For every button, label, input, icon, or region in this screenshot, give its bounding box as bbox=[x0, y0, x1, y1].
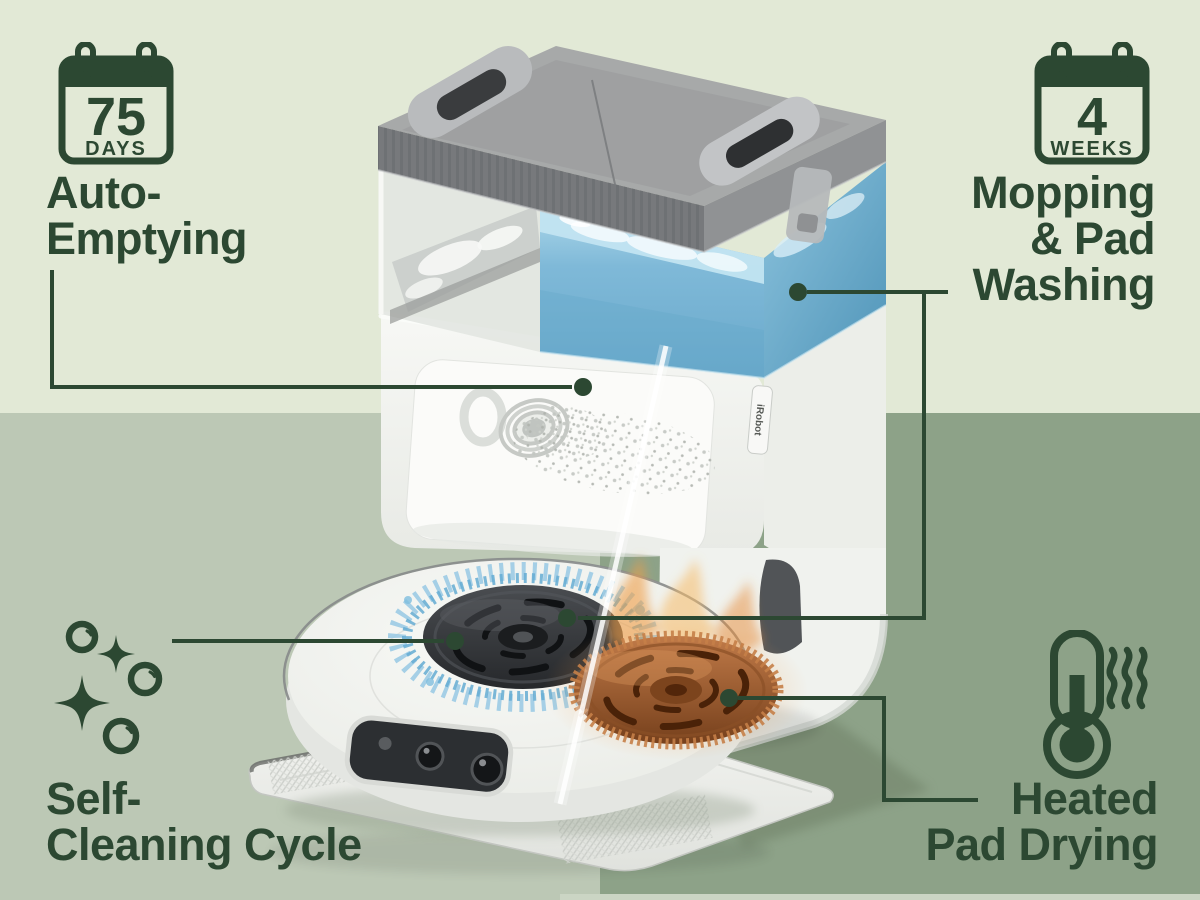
lid-handle-left bbox=[407, 46, 533, 138]
feature-label: Mopping & Pad Washing bbox=[971, 170, 1155, 308]
feature-label: Heated Pad Drying bbox=[925, 776, 1158, 868]
bag-handle bbox=[459, 387, 507, 447]
callout-dot-washing-pad bbox=[558, 609, 576, 627]
dock-lid bbox=[377, 46, 887, 254]
callout-dot-heated-pad bbox=[720, 689, 738, 707]
sensor-dot bbox=[378, 736, 392, 750]
callout-self-cleaning bbox=[172, 632, 464, 650]
feature-heated-pad-drying: Heated Pad Drying bbox=[925, 630, 1158, 868]
callout-heated-pad-drying bbox=[720, 689, 978, 802]
base-opening bbox=[759, 559, 802, 654]
callout-dot-washing-pad-left bbox=[446, 632, 464, 650]
front-camera-module bbox=[344, 715, 514, 797]
label-line: Self- bbox=[46, 773, 142, 824]
thermometer-icon bbox=[1043, 630, 1148, 779]
heat-wave bbox=[1136, 646, 1148, 710]
badge-value: 4 bbox=[1077, 87, 1107, 147]
callout-dot-dust-bag bbox=[574, 378, 592, 396]
label-line: Heated bbox=[1010, 773, 1159, 824]
callout-mopping-pad-washing bbox=[558, 283, 948, 627]
sparkles-icon bbox=[54, 620, 163, 755]
badge-unit: DAYS bbox=[85, 138, 147, 160]
label-line: Cleaning Cycle bbox=[46, 819, 362, 870]
background-bottom-strip bbox=[560, 894, 1200, 900]
badge-value: 75 bbox=[86, 87, 146, 147]
feature-label: Self- Cleaning Cycle bbox=[46, 776, 362, 868]
label-line: Washing bbox=[972, 259, 1156, 310]
callout-auto-emptying bbox=[50, 270, 592, 396]
heat-wave bbox=[1121, 646, 1133, 710]
badge-unit: WEEKS bbox=[1050, 138, 1133, 160]
heat-wave bbox=[1106, 646, 1118, 710]
calendar-icon: 75 DAYS bbox=[58, 42, 174, 165]
brand-label-text: iRobot bbox=[752, 404, 766, 437]
brand-label: iRobot bbox=[747, 385, 773, 455]
tank-clip bbox=[786, 166, 832, 244]
feature-mopping-pad-washing: 4 WEEKS Mopping & Pad Washing bbox=[971, 42, 1155, 308]
callout-dot-water-tank bbox=[789, 283, 807, 301]
dust-bag bbox=[405, 359, 715, 558]
divider-line bbox=[553, 344, 673, 806]
lid-handle-right bbox=[699, 96, 820, 186]
feature-self-cleaning-cycle: Self- Cleaning Cycle bbox=[46, 614, 362, 868]
camera-lens bbox=[415, 741, 445, 771]
camera-lens bbox=[470, 752, 504, 786]
label-line: Mopping bbox=[971, 167, 1155, 218]
label-line: Pad Drying bbox=[925, 819, 1158, 870]
feature-auto-emptying: 75 DAYS Auto- Emptying bbox=[46, 42, 248, 264]
feature-label: Auto- Emptying bbox=[46, 167, 248, 264]
debris-compartment bbox=[378, 168, 540, 352]
label-line: & Pad bbox=[1029, 213, 1156, 264]
label-line: Auto- bbox=[46, 167, 161, 218]
heated-pad bbox=[544, 555, 808, 760]
calendar-icon: 4 WEEKS bbox=[1034, 42, 1150, 165]
label-line: Emptying bbox=[46, 213, 248, 264]
